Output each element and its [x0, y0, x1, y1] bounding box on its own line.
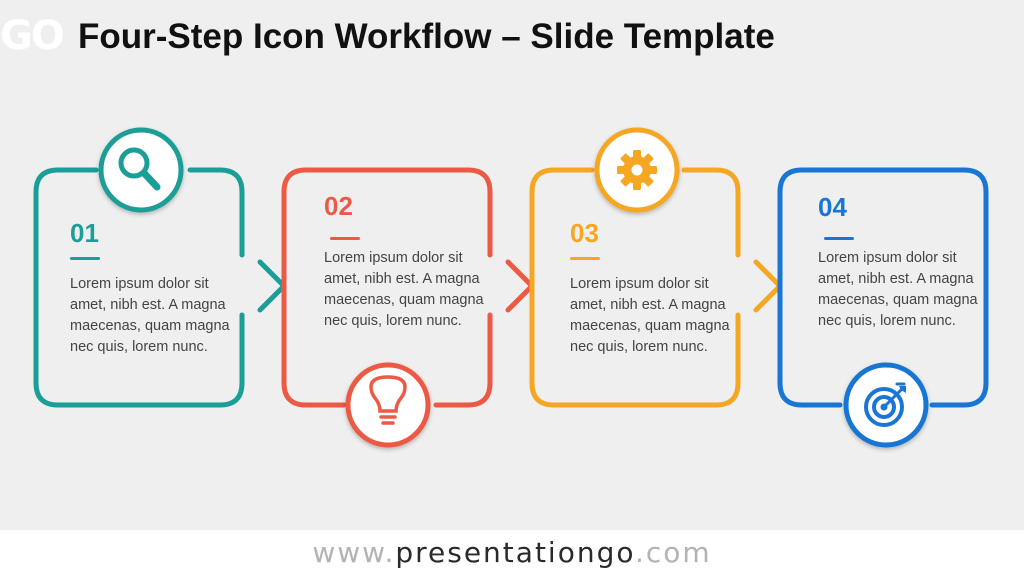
step-1-rule: [70, 257, 100, 260]
step-4-number: 04: [818, 192, 847, 222]
magnifier-icon: [118, 147, 161, 191]
step-2-text: Lorem ipsum dolor sit amet, nibh est. A …: [324, 250, 484, 329]
step-2-number: 02: [324, 191, 353, 221]
step-1-number: 01: [70, 218, 99, 248]
step-1-icon-badge: [98, 127, 184, 213]
step-3-number: 03: [570, 218, 599, 248]
slide: GO Four-Step Icon Workflow – Slide Templ…: [0, 13, 989, 448]
step-1-text: Lorem ipsum dolor sit amet, nibh est. A …: [70, 276, 230, 355]
step-2-box: [281, 167, 493, 408]
footer-url-prefix: www.: [312, 536, 396, 569]
step-4-icon-badge: [843, 362, 929, 448]
step-4-rule: [824, 237, 854, 240]
step-3-rule: [570, 257, 600, 260]
footer-url-suffix: .com: [634, 536, 712, 569]
gear-icon: [617, 150, 657, 190]
step-3-icon-badge: [594, 127, 680, 213]
step-3-box: [529, 167, 741, 408]
arrow-3: [753, 259, 783, 313]
lightbulb-icon: [369, 375, 407, 425]
footer-brand[interactable]: presentationgo: [395, 536, 635, 569]
step-1-box: [33, 167, 245, 408]
arrow-1: [257, 259, 287, 313]
step-2-rule: [330, 237, 360, 240]
step-3-text: Lorem ipsum dolor sit amet, nibh est. A …: [570, 276, 730, 355]
workflow-diagram: [33, 127, 989, 448]
step-4-box: [777, 167, 989, 408]
arrow-2: [505, 259, 535, 313]
page-title: Four-Step Icon Workflow – Slide Template: [78, 17, 775, 56]
step-2-icon-badge: [345, 362, 431, 448]
logo: GO: [0, 13, 65, 59]
target-icon: [864, 382, 906, 427]
step-4-text: Lorem ipsum dolor sit amet, nibh est. A …: [818, 250, 978, 329]
footer: www.presentationgo.com: [0, 530, 1024, 576]
